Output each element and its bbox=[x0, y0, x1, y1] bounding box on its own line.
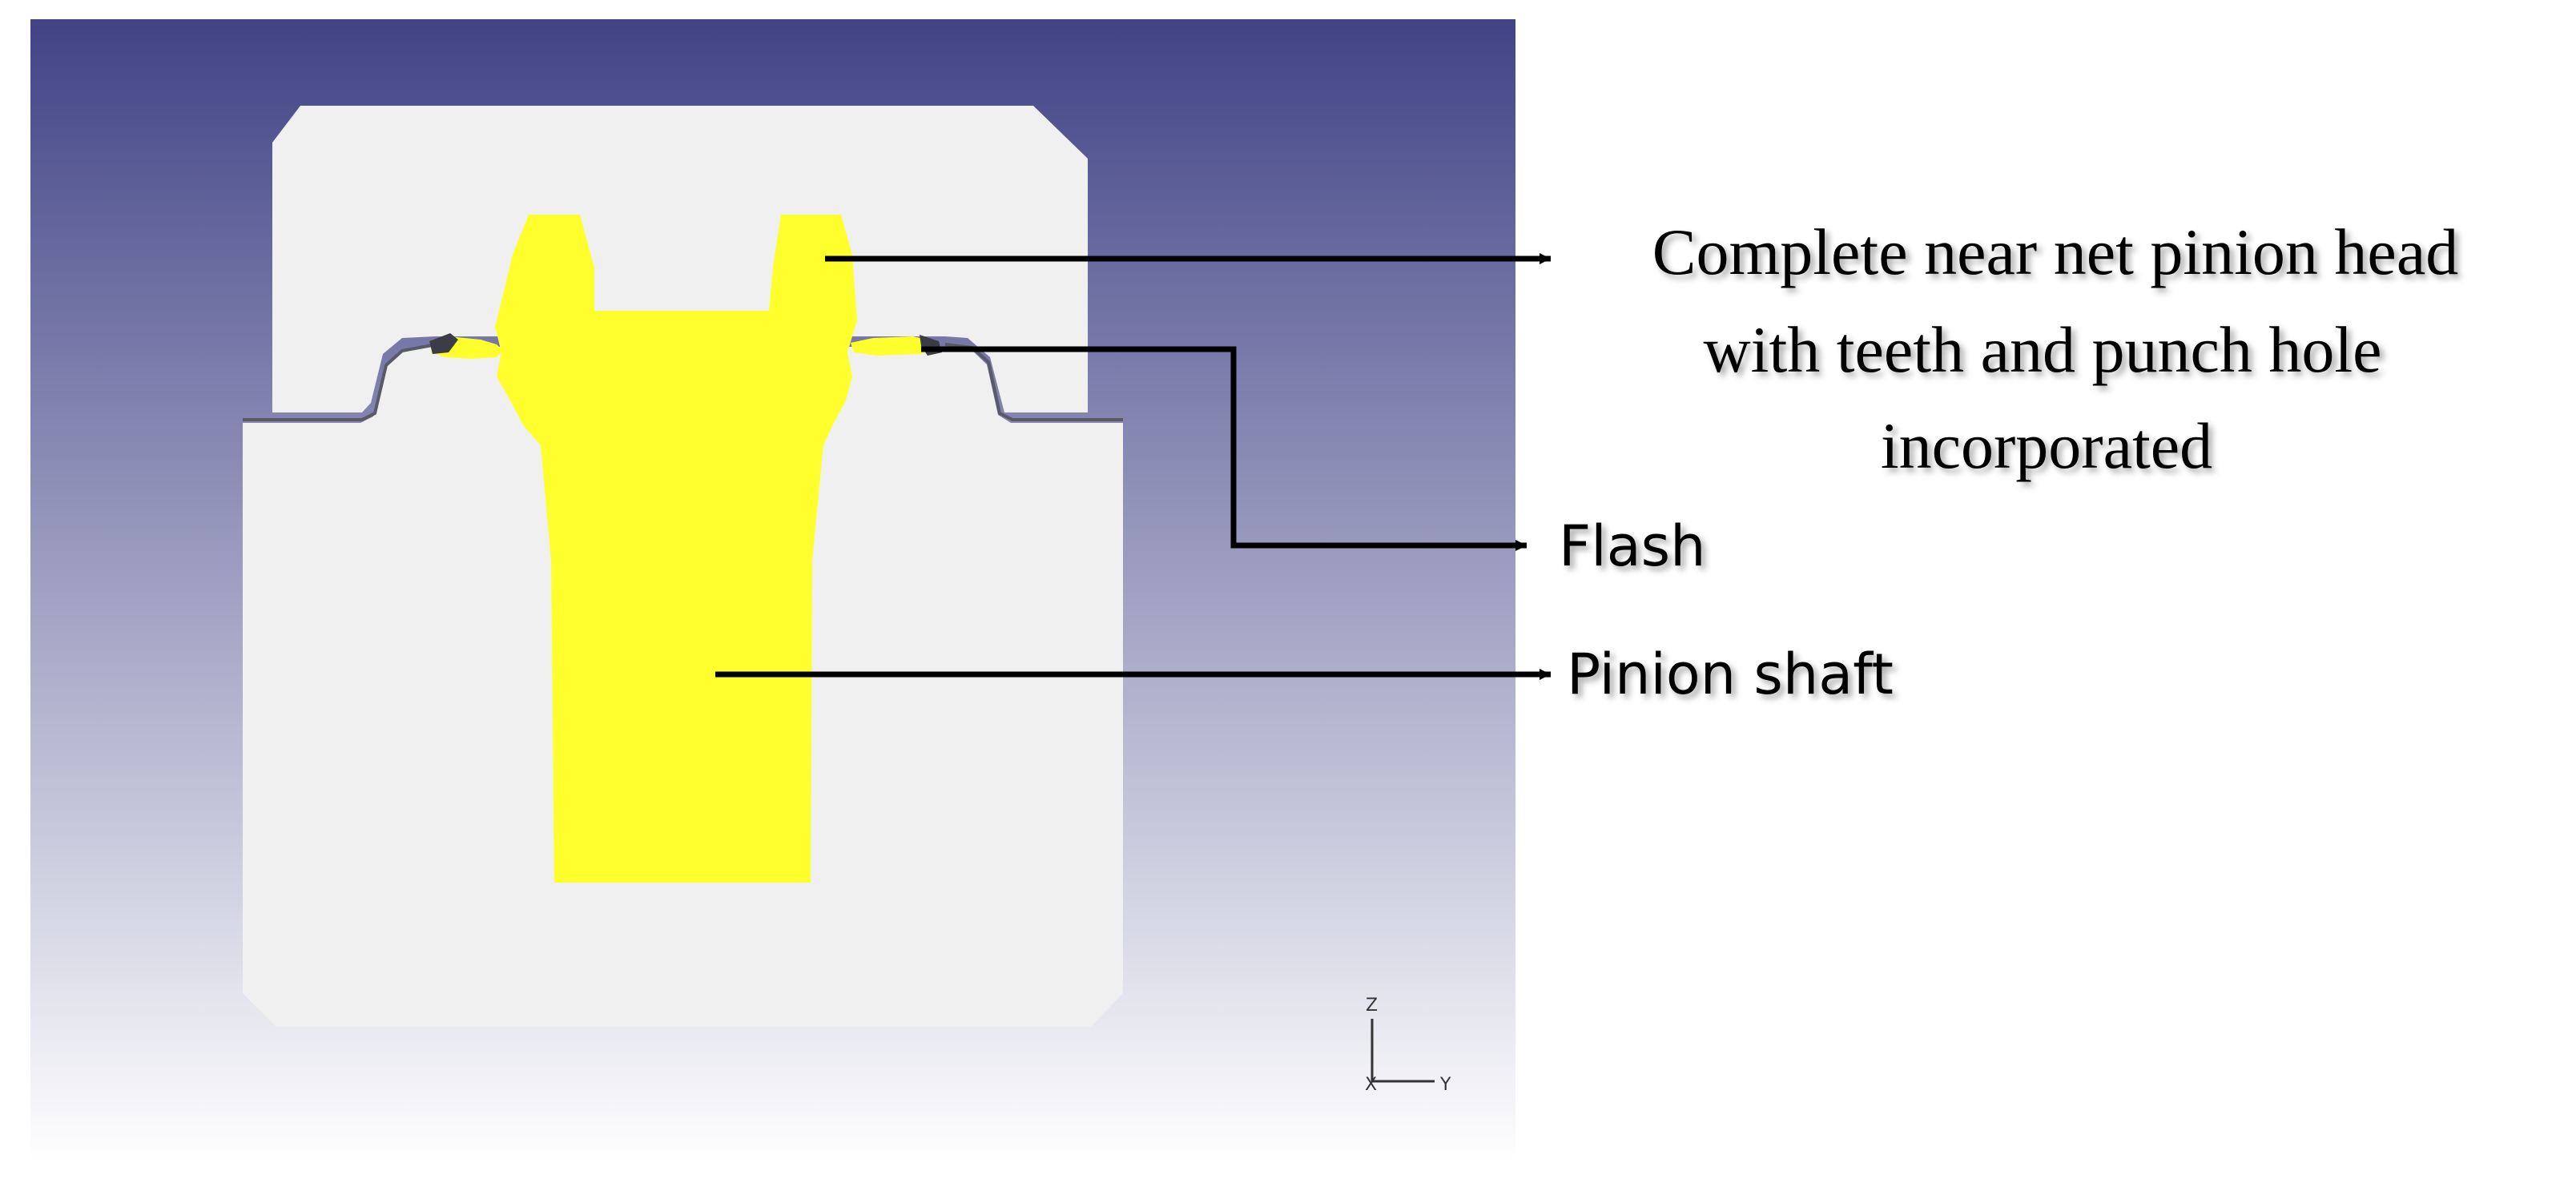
head-annotation-line-3: incorporated bbox=[1881, 409, 2212, 482]
flash-left-dark-tip bbox=[429, 333, 458, 354]
axis-triad: Z X Y bbox=[1365, 996, 1451, 1095]
flash-leader-arrow bbox=[921, 346, 1527, 551]
x-axis-label: X bbox=[1365, 1075, 1377, 1095]
upper-die bbox=[272, 106, 1088, 412]
head-annotation-line-2: with teeth and punch hole bbox=[1703, 313, 2381, 386]
z-axis-label: Z bbox=[1366, 996, 1378, 1016]
flash-right bbox=[851, 336, 936, 356]
flash-annotation: Flash bbox=[1559, 513, 1705, 579]
pinion-workpiece bbox=[495, 215, 857, 883]
y-axis-label: Y bbox=[1439, 1075, 1451, 1095]
shaft-annotation: Pinion shaft bbox=[1567, 642, 1894, 707]
flash-gap-edge-left bbox=[243, 343, 437, 421]
head-annotation-line-1: Complete near net pinion head bbox=[1652, 215, 2458, 288]
head-annotation: Complete near net pinion head with teeth… bbox=[1652, 215, 2458, 482]
